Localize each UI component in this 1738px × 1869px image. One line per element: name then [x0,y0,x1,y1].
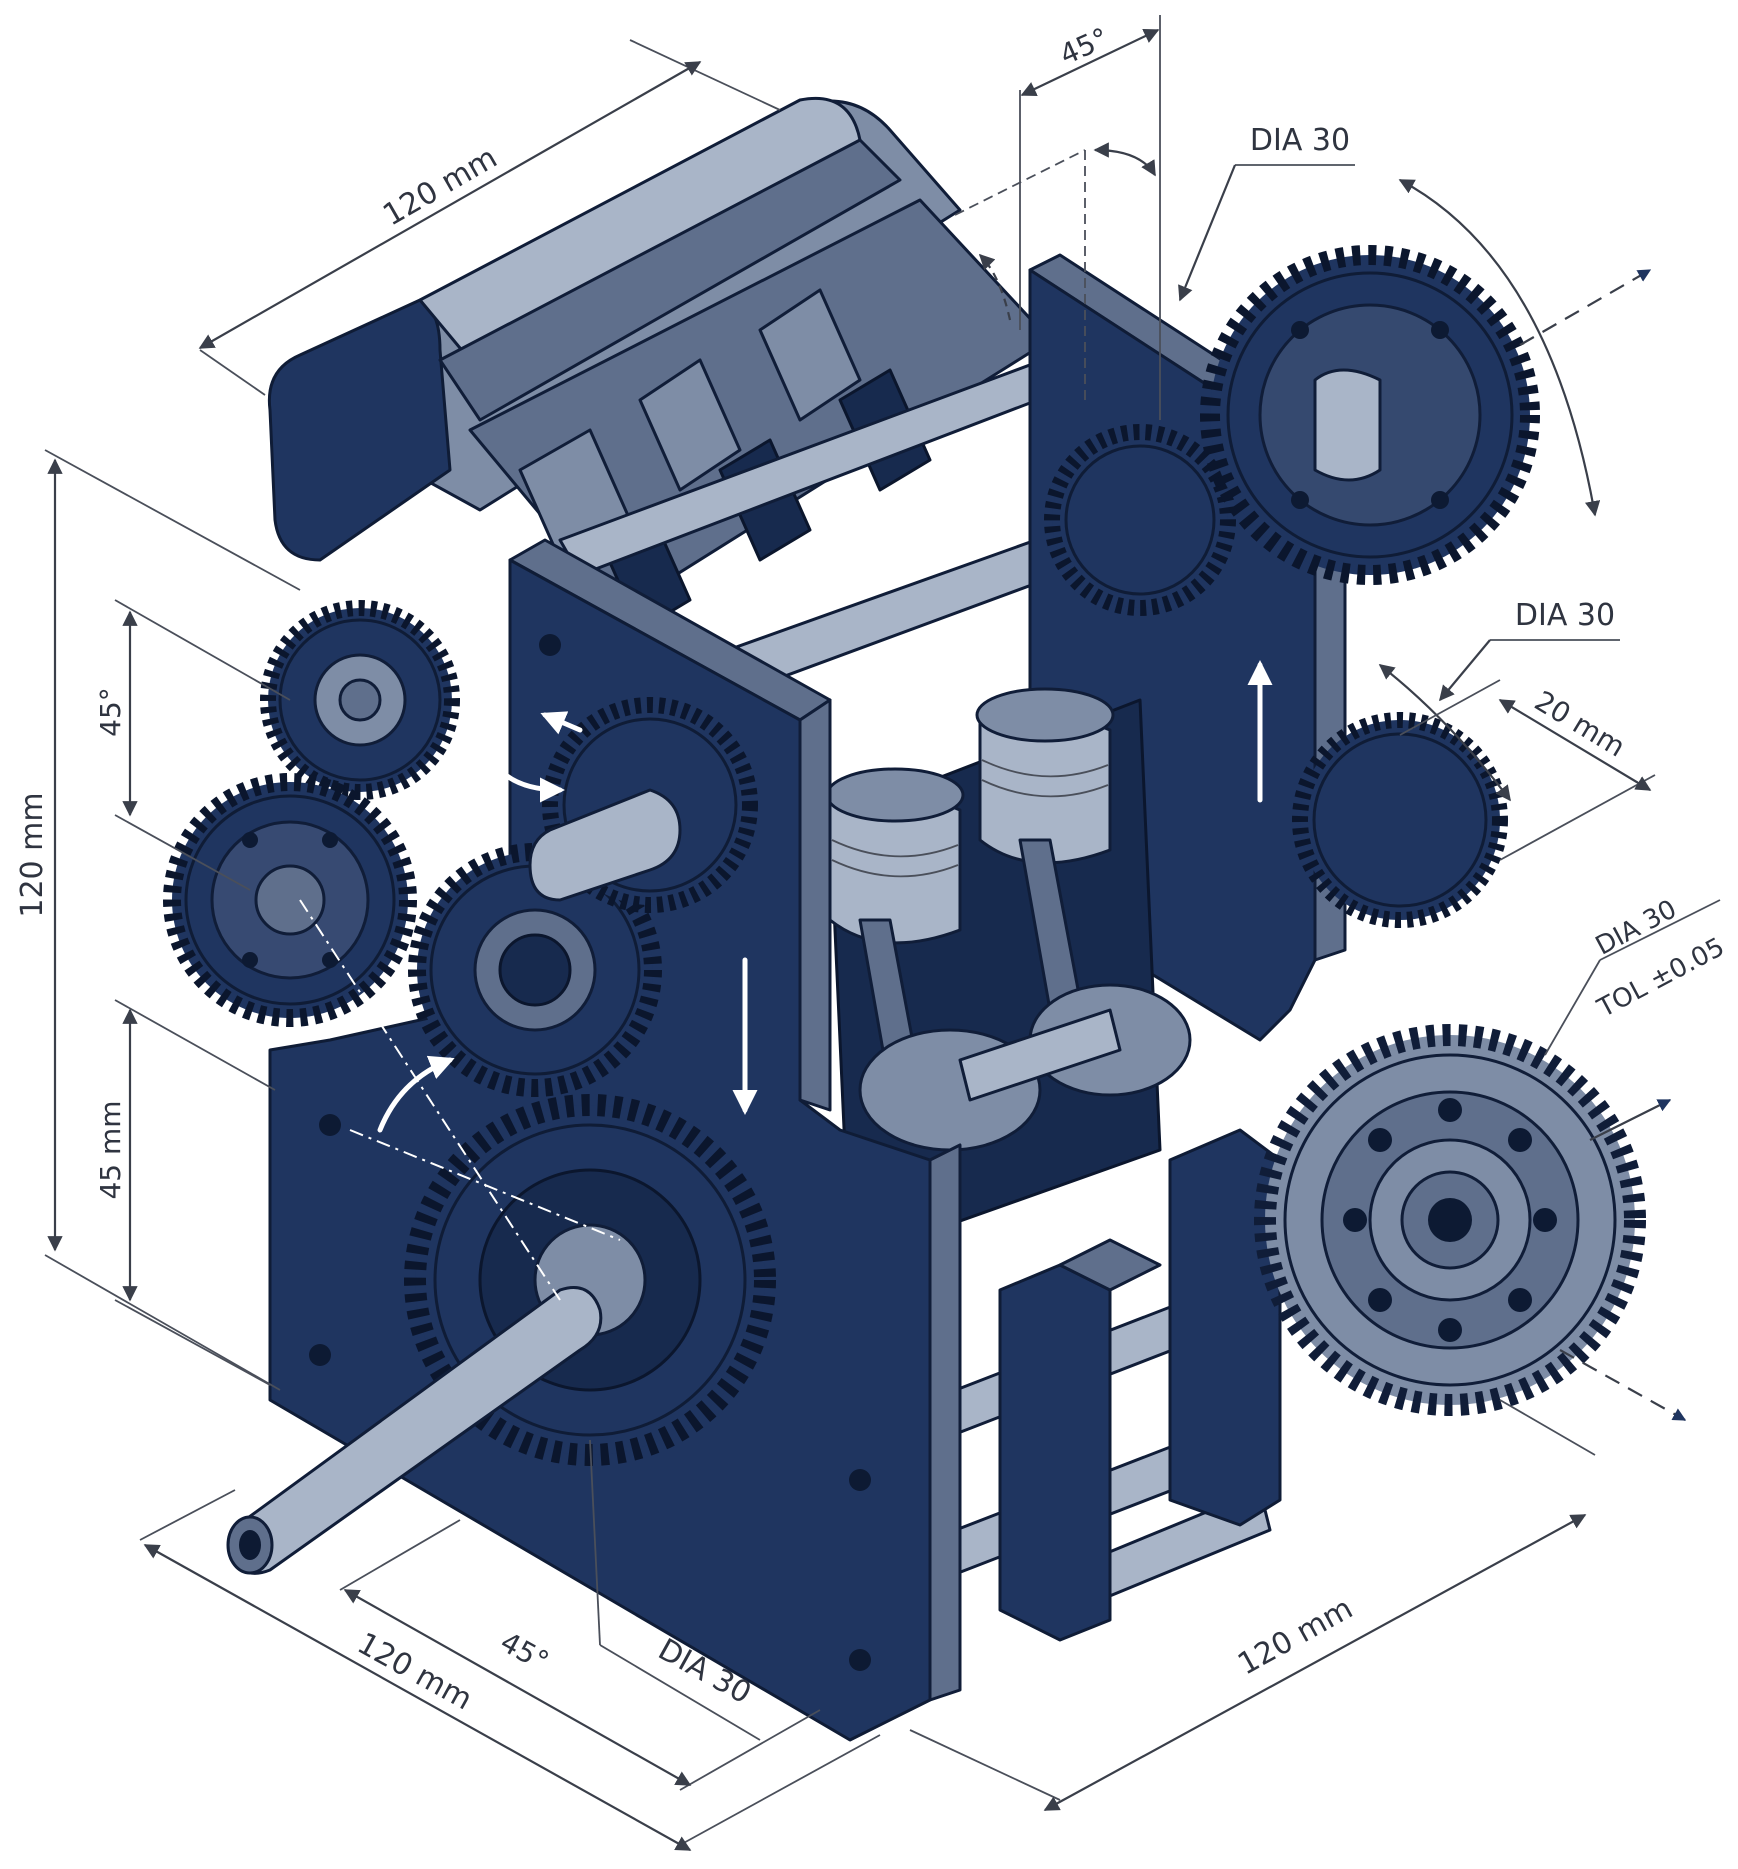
dim-dia-top-right-label: DIA 30 [1250,123,1350,158]
dim-angle-left: 45° [94,599,291,891]
front-gear-train [163,600,776,1575]
dim-top-angle-label: 45° [1055,21,1114,71]
motion-arrows [299,660,1273,1301]
dim-bottom-right-length-label: 120 mm [1232,1591,1359,1682]
piston-group [825,687,1192,1262]
dim-dia-right-label: DIA 30 [1515,598,1615,633]
dim-offset-right-label: 20 mm [1529,684,1631,763]
dim-dia-tolerance-line1: DIA 30 [1591,894,1682,961]
dim-angle-left-label: 45° [94,687,127,737]
dim-height-lower-left-label: 45 mm [94,1100,127,1199]
dim-height-left: 120 mm [15,449,301,1391]
engine-assembly [163,96,1646,1742]
dim-height-left-label: 120 mm [15,792,50,917]
valve-train [468,198,1052,632]
dim-height-lower-left: 45 mm [94,999,276,1386]
dim-dia-right: DIA 30 [1378,598,1620,802]
rotation-arrow-top-right [1398,179,1601,517]
dim-top-length-label: 120 mm [377,140,503,233]
dim-bottom-left-angle-label: 45° [495,1625,554,1678]
dim-dia-top-right: DIA 30 [1178,123,1355,302]
